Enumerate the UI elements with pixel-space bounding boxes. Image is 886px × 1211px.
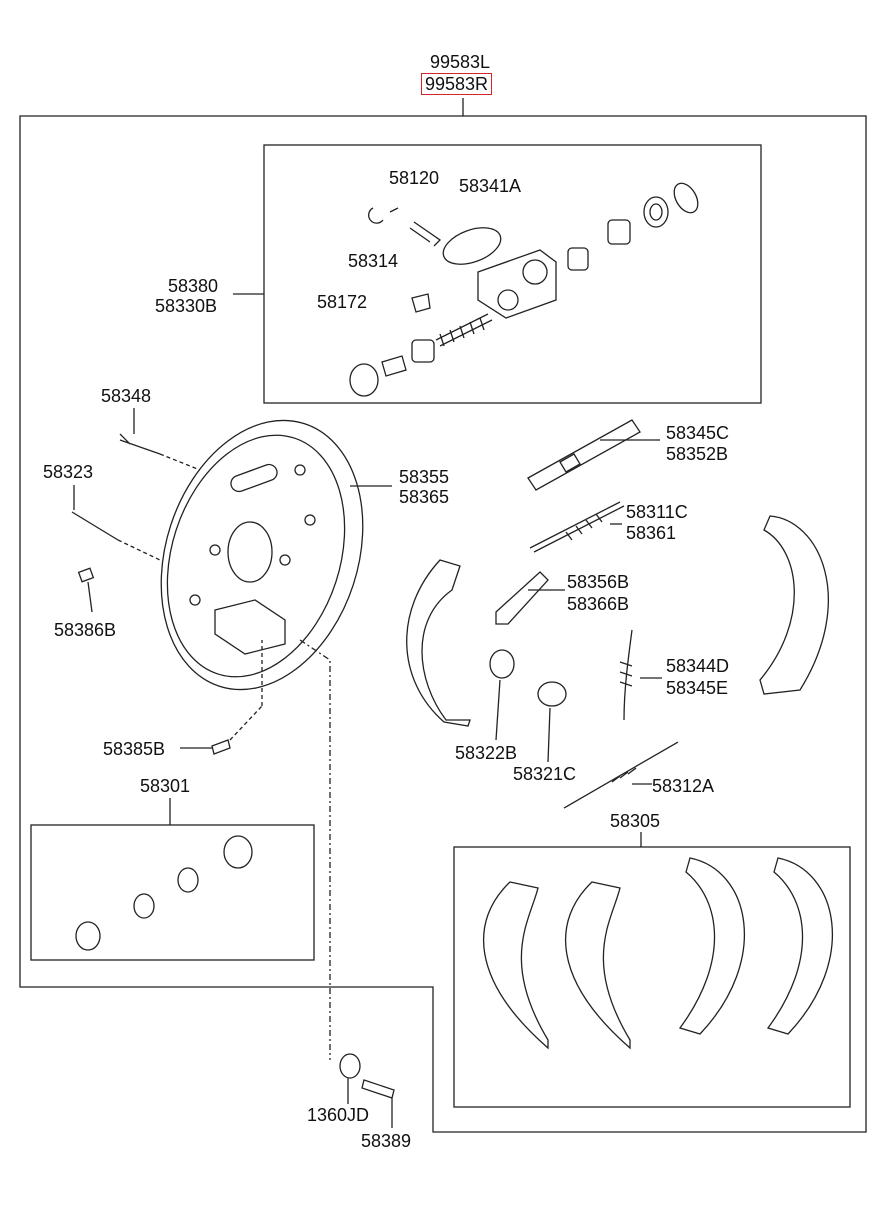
- brake-shoe-left: [406, 559, 471, 727]
- brake-shoe-right: [759, 515, 829, 695]
- shoe-kit-58305-parts: [482, 857, 834, 1050]
- part-label-58365[interactable]: 58365: [399, 487, 450, 507]
- part-label-58352B[interactable]: 58352B: [666, 444, 729, 464]
- clip-58386B: [77, 567, 95, 583]
- assembly-number-right-highlighted[interactable]: 99583R: [421, 73, 493, 95]
- shoe-kit-58305-box: [453, 846, 851, 1108]
- part-label-58341A[interactable]: 58341A: [459, 176, 522, 196]
- part-label-58120[interactable]: 58120: [389, 168, 440, 188]
- part-label-58312A[interactable]: 58312A: [652, 776, 715, 796]
- assembly-number-left[interactable]: 99583L: [430, 52, 491, 72]
- bolt-58389: [361, 1079, 395, 1099]
- part-label-58380[interactable]: 58380: [168, 276, 219, 296]
- part-label-58345C[interactable]: 58345C: [666, 423, 730, 443]
- adjuster-parts: [489, 419, 679, 809]
- assembly-frame: [19, 115, 867, 1133]
- washer-1360JD: [339, 1053, 361, 1079]
- part-label-58344D[interactable]: 58344D: [666, 656, 730, 676]
- part-label-58314[interactable]: 58314: [348, 251, 399, 271]
- kit-58301-parts: [75, 835, 253, 951]
- part-label-58366B[interactable]: 58366B: [567, 594, 630, 614]
- part-label-58321C[interactable]: 58321C: [513, 764, 577, 784]
- part-label-58385B[interactable]: 58385B: [103, 739, 166, 759]
- part-label-58172[interactable]: 58172: [317, 292, 368, 312]
- pin-58323: [71, 511, 119, 541]
- backing-plate: [160, 419, 364, 691]
- part-label-58330B[interactable]: 58330B: [155, 296, 218, 316]
- wheel-cylinder-box: [263, 144, 762, 404]
- part-label-58389[interactable]: 58389: [361, 1131, 412, 1151]
- kit-58301-box: [30, 824, 315, 961]
- bolt-58348: [119, 433, 161, 455]
- part-label-58311C[interactable]: 58311C: [626, 502, 688, 522]
- part-label-58386B[interactable]: 58386B: [54, 620, 117, 640]
- part-label-58348[interactable]: 58348: [101, 386, 152, 406]
- part-label-58322B[interactable]: 58322B: [455, 743, 518, 763]
- part-label-58305[interactable]: 58305: [610, 811, 661, 831]
- part-label-58345E[interactable]: 58345E: [666, 678, 729, 698]
- part-label-58323[interactable]: 58323: [43, 462, 94, 482]
- part-label-58355[interactable]: 58355: [399, 467, 450, 487]
- part-label-58301[interactable]: 58301: [140, 776, 191, 796]
- part-label-1360JD[interactable]: 1360JD: [307, 1105, 370, 1125]
- plug-58385B: [211, 739, 231, 755]
- part-label-58361[interactable]: 58361: [626, 523, 677, 543]
- wheel-cylinder-parts: [349, 182, 699, 397]
- part-label-58356B[interactable]: 58356B: [567, 572, 630, 592]
